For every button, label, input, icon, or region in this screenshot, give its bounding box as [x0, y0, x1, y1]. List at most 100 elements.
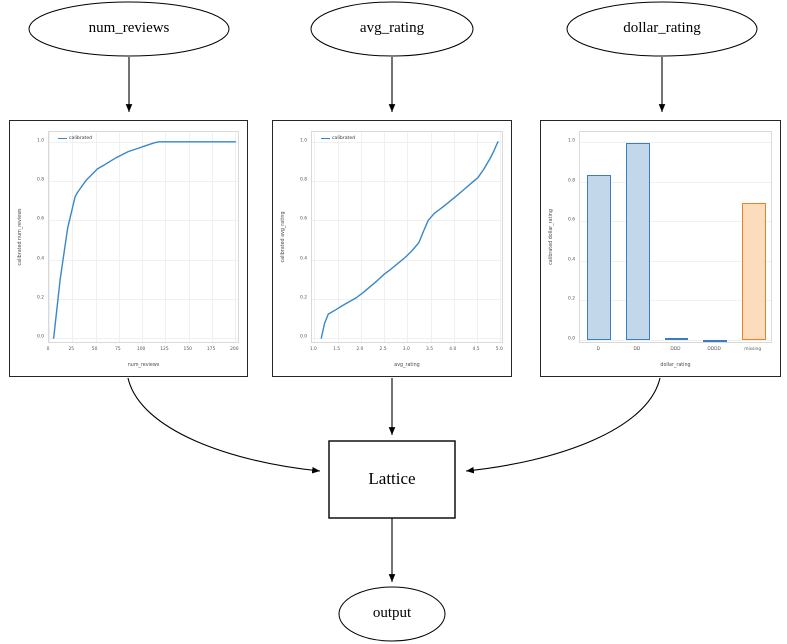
legend-swatch-0: [58, 137, 67, 140]
x-tick-label-2-3: DDDD: [707, 347, 721, 352]
gridline-h-0-3: [49, 220, 238, 222]
bar-DDD[interactable]: [664, 338, 689, 341]
y-tick-label-1-4: 0.8: [300, 177, 307, 183]
x-tick-label-1-6: 4.0: [449, 347, 457, 352]
gridline-h-2-0: [580, 340, 771, 342]
x-tick-label-1-5: 3.5: [426, 347, 434, 352]
y-tick-label-1-2: 0.4: [300, 256, 307, 262]
gridline-v-0-5: [165, 132, 167, 342]
node-output-shape[interactable]: [338, 586, 446, 642]
x-tick-label-0-2: 50: [91, 347, 98, 352]
gridline-v-1-8: [500, 132, 502, 342]
plot-axes-0: [48, 131, 239, 343]
x-tick-label-2-2: DDD: [670, 347, 681, 352]
gridline-h-1-3: [312, 220, 502, 222]
x-tick-label-0-1: 25: [68, 347, 75, 352]
gridline-h-0-0: [49, 338, 238, 340]
x-tick-label-1-1: 1.5: [333, 347, 341, 352]
y-axis-label-1: calibrated avg_rating: [281, 211, 286, 263]
gridline-h-2-3: [580, 221, 771, 223]
y-tick-label-2-2: 0.4: [568, 257, 575, 263]
node-dollar-rating-shape[interactable]: [566, 1, 758, 57]
gridline-v-1-7: [477, 132, 479, 342]
gridline-h-0-1: [49, 298, 238, 300]
edge-plot3-to-lattice: [465, 377, 661, 474]
gridline-v-1-0: [314, 132, 316, 342]
gridline-h-1-5: [312, 141, 502, 143]
gridline-h-0-4: [49, 181, 238, 183]
node-num-reviews-shape[interactable]: [28, 1, 230, 57]
x-tick-label-2-1: DD: [633, 347, 641, 352]
gridline-h-0-2: [49, 259, 238, 261]
gridline-h-2-2: [580, 260, 771, 262]
y-axis-label-0: calibrated num_reviews: [18, 208, 23, 266]
bar-DDDD[interactable]: [703, 339, 728, 342]
x-tick-label-1-7: 4.5: [472, 347, 480, 352]
y-tick-label-0-4: 0.8: [37, 177, 44, 183]
bar-D[interactable]: [587, 174, 612, 341]
plot-axes-1: [311, 131, 503, 343]
gridline-v-1-1: [337, 132, 339, 342]
y-tick-label-0-3: 0.6: [37, 216, 44, 222]
line-series-0: [52, 141, 237, 339]
y-tick-label-2-4: 0.8: [568, 178, 575, 184]
y-tick-label-2-1: 0.2: [568, 296, 575, 302]
y-tick-label-1-0: 0.0: [300, 334, 307, 340]
x-axis-label-2: dollar_rating: [660, 363, 691, 368]
plot-panel-dollar-rating[interactable]: 0.0 0.2 0.4 0.6 0.8 1.0 calibrated dollar_rati…: [540, 120, 781, 377]
x-tick-label-1-4: 3.0: [402, 347, 410, 352]
plot-legend-1: calibrated: [321, 136, 355, 141]
y-tick-label-1-1: 0.2: [300, 295, 307, 301]
gridline-h-1-0: [312, 338, 502, 340]
y-tick-label-0-2: 0.4: [37, 256, 44, 262]
plot-legend-0: calibrated: [58, 136, 92, 141]
gridline-v-0-7: [212, 132, 214, 342]
legend-label-1: calibrated: [332, 136, 356, 141]
node-lattice-shape[interactable]: [328, 440, 456, 519]
x-tick-label-0-5: 125: [160, 347, 169, 352]
gridline-v-0-1: [72, 132, 74, 342]
y-tick-label-0-0: 0.0: [37, 334, 44, 340]
gridline-v-0-3: [118, 132, 120, 342]
gridline-h-2-1: [580, 300, 771, 302]
gridline-v-1-5: [430, 132, 432, 342]
plot-panel-num-reviews[interactable]: 0.0 0.2 0.4 0.6 0.8 1.0 calibrated num_reviews…: [9, 120, 248, 377]
node-avg-rating-shape[interactable]: [310, 1, 474, 57]
x-tick-label-0-8: 200: [230, 347, 239, 352]
x-tick-label-0-7: 175: [206, 347, 216, 352]
bar-DD[interactable]: [625, 142, 650, 341]
y-axis-label-2: calibrated dollar_rating: [549, 209, 554, 265]
legend-swatch-1: [321, 137, 330, 140]
y-tick-label-2-0: 0.0: [568, 336, 575, 342]
x-tick-label-0-4: 100: [136, 347, 146, 352]
line-series-1: [320, 141, 499, 339]
gridline-v-1-6: [453, 132, 455, 342]
gridline-h-1-4: [312, 181, 502, 183]
y-tick-label-2-3: 0.6: [568, 217, 575, 223]
x-tick-label-0-0: 0: [46, 347, 50, 352]
x-axis-label-1: avg_rating: [394, 363, 420, 368]
gridline-h-1-1: [312, 298, 502, 300]
gridline-h-2-4: [580, 181, 771, 183]
y-tick-label-2-5: 1.0: [568, 138, 575, 144]
gridline-h-2-5: [580, 141, 771, 143]
x-tick-label-1-2: 2.0: [356, 347, 364, 352]
gridline-v-0-4: [142, 132, 144, 342]
gridline-v-1-2: [360, 132, 362, 342]
gridline-v-0-6: [188, 132, 190, 342]
y-tick-label-0-1: 0.2: [37, 295, 44, 301]
edge-plot1-to-lattice: [127, 377, 321, 474]
x-axis-label-0: num_reviews: [127, 363, 160, 368]
gridline-v-1-4: [407, 132, 409, 342]
plot-axes-2: [579, 131, 772, 343]
gridline-v-0-0: [49, 132, 50, 342]
x-tick-label-2-4: missing: [744, 347, 762, 352]
bar-missing[interactable]: [741, 203, 766, 341]
x-tick-label-1-3: 2.5: [379, 347, 387, 352]
y-tick-label-0-5: 1.0: [37, 138, 44, 144]
x-tick-label-0-3: 75: [115, 347, 121, 352]
gridline-v-0-2: [95, 132, 97, 342]
